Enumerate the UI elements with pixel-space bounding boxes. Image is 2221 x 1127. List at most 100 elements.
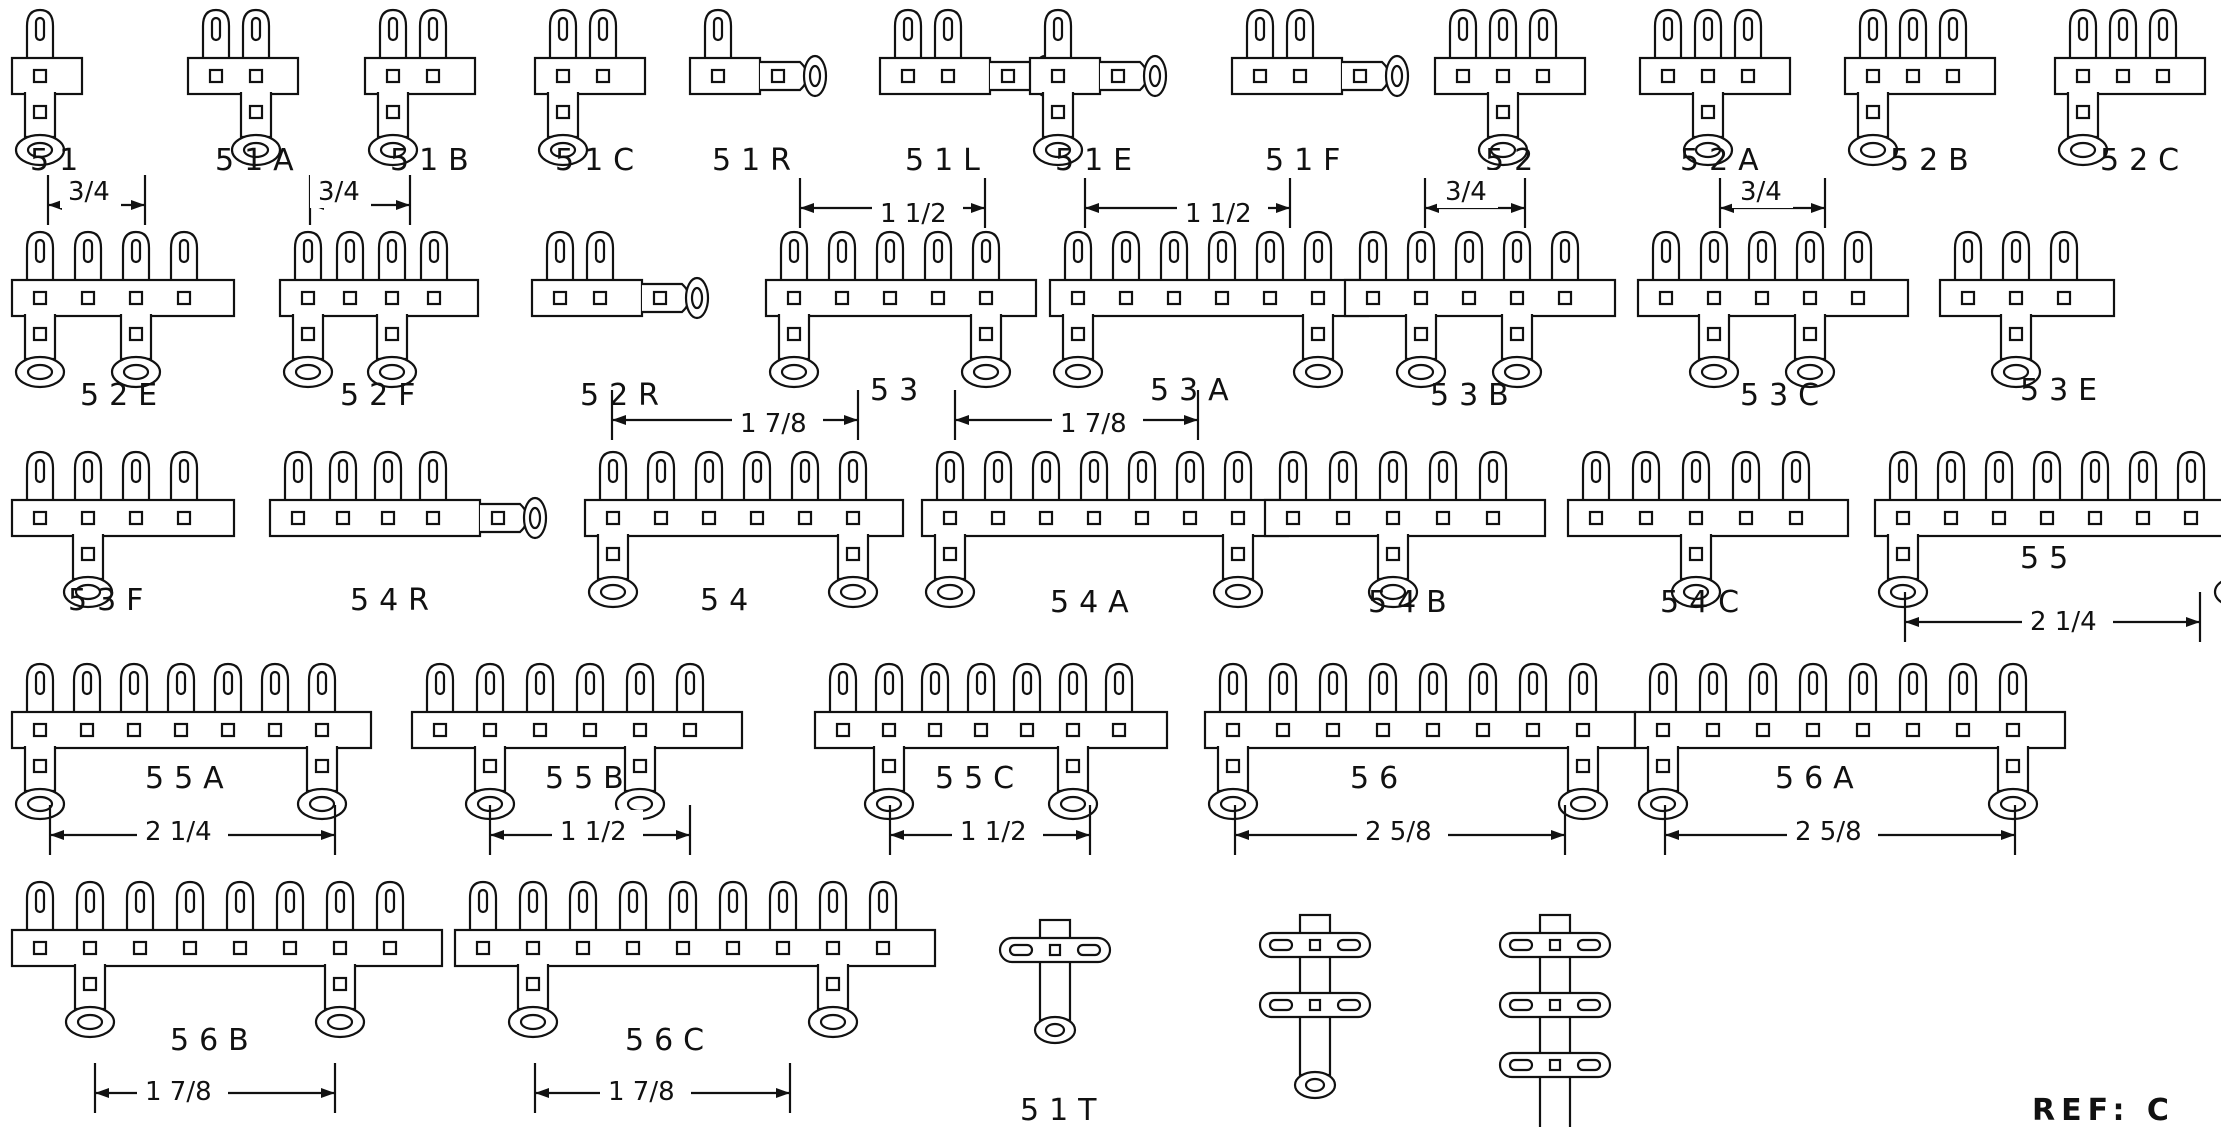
lug-slot [2077,16,2089,42]
lug-rivet [32,940,48,956]
mounting-eyelet [1052,355,1104,389]
part-number: 54 [700,583,758,618]
lug-slot [1067,670,1079,696]
lug-rivet [1166,290,1182,306]
lug-slot [557,16,569,42]
arrowhead [321,830,335,840]
mounting-eyelet [1032,133,1084,167]
lug-rivet [1658,290,1674,306]
eyelet-hole [1649,795,1677,813]
lug-rivet [1292,68,1308,84]
part-number: 55 [2020,541,2078,576]
mounting-eyelet [768,355,820,389]
lug-slot [1957,670,1969,696]
lug-rivet [1310,290,1326,306]
lug-slot [269,670,281,696]
lug-slot [1437,458,1449,484]
lug-slot [387,16,399,42]
lug-slot [655,458,667,484]
strip-body [878,56,992,96]
lug-rivet [653,510,669,526]
strip-body [813,710,1169,750]
mounting-foot [2066,92,2100,139]
mounting-eyelet [1682,133,1734,167]
eyelet-hole [26,141,54,159]
lug-rivet [834,290,850,306]
mounting-eyelet [14,787,66,821]
arrowhead [1811,203,1825,213]
lug-slot [1590,458,1602,484]
lug-rivet [126,722,142,738]
lug-slot [34,238,46,264]
lug-slot [827,888,839,914]
lug-rivet [426,290,442,306]
arrowhead [612,415,626,425]
lug-rivet [1275,722,1291,738]
foot-hole [1385,546,1401,562]
mounting-foot [1404,314,1438,361]
end-eyelet-hole [528,506,542,530]
eyelet-hole [26,795,54,813]
mounting-foot [516,964,550,1011]
mounting-eyelet [314,1005,366,1039]
dimension-gap [872,192,963,230]
foot-hole [80,546,96,562]
turret-eyelet-hole [1304,1077,1326,1093]
mounting-foot [376,92,410,139]
lug-slot [1113,670,1125,696]
terminal-strip-drawings [10,8,2221,1127]
lug-rivet [128,510,144,526]
eyelet-hole [2069,141,2097,159]
lug-rivet [1705,722,1721,738]
arrowhead [776,1088,790,1098]
mounting-foot [1056,746,1090,793]
foot-hole [300,326,316,342]
lug-slot [222,670,234,696]
eyelet-hole [1889,583,1917,601]
lug-rivet [1495,68,1511,84]
lug-rivet [82,940,98,956]
part-number: 55A [145,761,234,796]
turret-slot [1576,1058,1602,1072]
dimension-gap [552,810,643,848]
arrowhead [131,200,145,210]
arrowhead [890,830,904,840]
lug-rivet [32,510,48,526]
lug-slot [1945,458,1957,484]
lug-slot [788,238,800,264]
lug-slot [847,458,859,484]
dimension-value: 2 1/4 [145,817,212,847]
lug-rivet [1252,68,1268,84]
eyelet-hole [74,583,102,601]
foot-hole [1865,104,1881,120]
foot-hole [1688,546,1704,562]
lug-slot [837,670,849,696]
lug-rivet [1754,290,1770,306]
lug-rivet [32,290,48,306]
lug-slot [250,16,262,42]
lug-slot [1136,458,1148,484]
lug-rivet [1738,510,1754,526]
mounting-eyelet [960,355,1012,389]
mounting-eyelet [1367,575,1419,609]
lug-slot [178,458,190,484]
mounting-eyelet [296,787,348,821]
lug-rivet [2039,510,2055,526]
mounting-eyelet [1207,787,1259,821]
lug-slot [427,16,439,42]
lug-slot [677,888,689,914]
mounting-eyelet [14,355,66,389]
lug-rivet [990,510,1006,526]
lug-slot [2007,670,2019,696]
lug-rivet [2075,68,2091,84]
lug-slot [883,670,895,696]
lug-slot [337,458,349,484]
eyelet-hole [1489,141,1517,159]
eyelet-hole [76,1013,104,1031]
lug-rivet [182,940,198,956]
mounting-foot [816,964,850,1011]
mounting-foot [1679,534,1713,581]
lug-rivet [632,722,648,738]
lug-slot [302,238,314,264]
mounting-foot [375,314,409,361]
